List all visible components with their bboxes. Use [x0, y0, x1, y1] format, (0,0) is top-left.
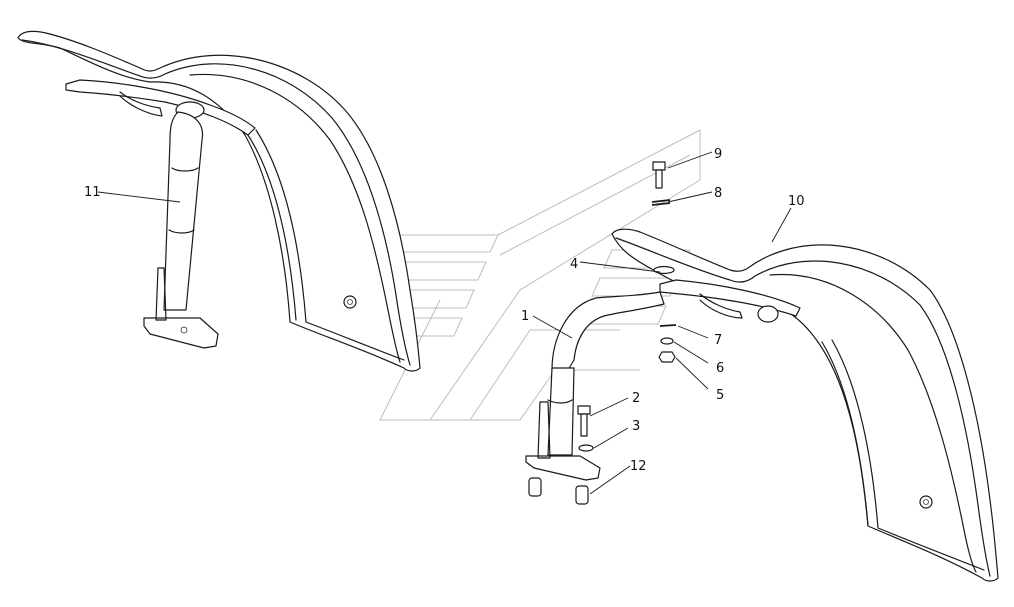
washer-part-4	[653, 265, 675, 275]
callout-2: 2	[632, 391, 640, 406]
callout-3: 3	[632, 419, 640, 434]
callout-4: 4	[570, 257, 578, 272]
plug-part-12-a	[528, 477, 542, 497]
callout-7: 7	[714, 333, 722, 348]
callout-labels: 1 2 3 4 5 6 7 8 9 10 11 12	[84, 147, 805, 474]
right-fender-assembly	[611, 228, 999, 582]
callout-11: 11	[84, 185, 101, 200]
callout-5: 5	[716, 388, 724, 403]
callout-10: 10	[788, 194, 805, 209]
left-fender-assembly	[17, 30, 421, 372]
right-base-foot	[525, 455, 601, 481]
plug-part-12-b	[575, 485, 589, 505]
left-fender-shell	[17, 30, 421, 372]
spring-washer-part-8	[651, 199, 671, 206]
spring-washer-part-7	[659, 324, 677, 327]
bolt-part-2	[577, 405, 591, 415]
callout-9: 9	[714, 147, 722, 162]
callout-8: 8	[714, 186, 722, 201]
callout-1: 1	[521, 309, 529, 324]
left-support-tube	[163, 111, 204, 311]
nut-part-5	[658, 351, 676, 363]
washer-part-3	[578, 444, 594, 452]
bolt-part-9	[652, 161, 666, 171]
left-base-foot	[143, 317, 219, 349]
support-bracket-part-1	[525, 291, 665, 481]
callout-6: 6	[716, 361, 724, 376]
hardware-parts	[528, 161, 677, 505]
left-bracket-arm	[65, 79, 256, 136]
callout-12: 12	[630, 459, 647, 474]
leader-lines	[97, 151, 792, 495]
washer-part-6	[660, 337, 674, 345]
